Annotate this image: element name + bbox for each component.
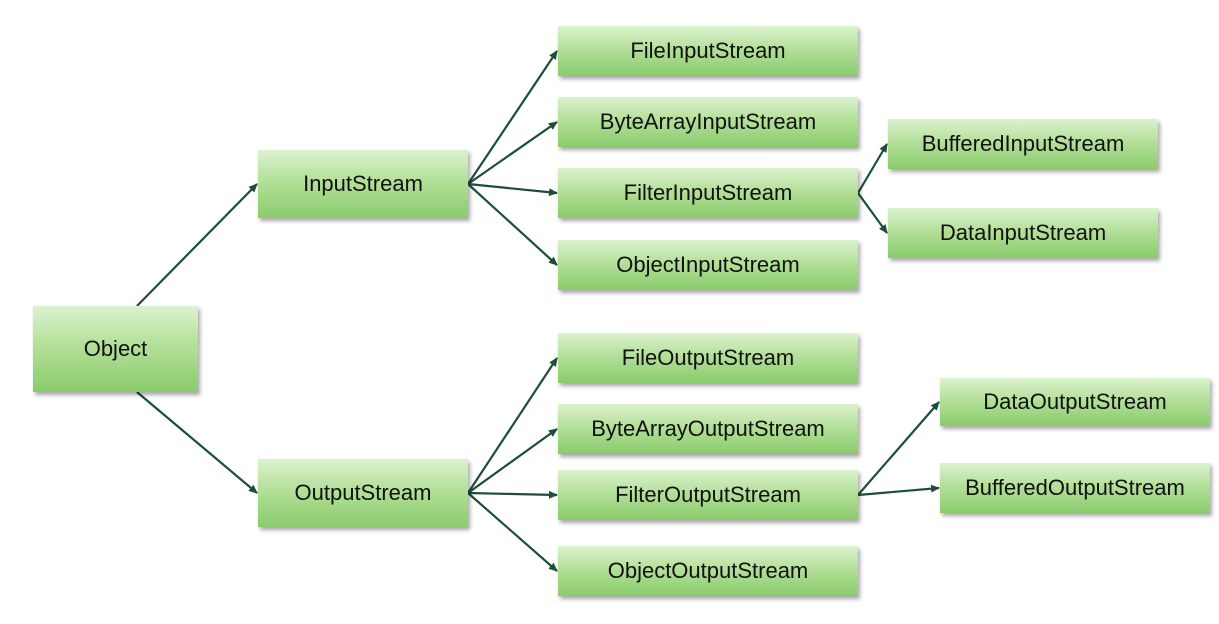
node-bufferedoutputstream: BufferedOutputStream [940,463,1210,513]
edge-inputstream-to-bytearrayinputstream [467,121,558,185]
edge-outputstream-to-objectoutputstream [467,492,558,572]
edge-object-to-outputstream [136,391,258,494]
edge-outputstream-to-fileoutputstream [467,357,558,494]
edge-outputstream-to-bytearrayoutputstream [467,428,558,494]
edge-outputstream-to-filteroutputstream [467,490,558,499]
edge-inputstream-to-filterinputstream [467,182,558,197]
edge-object-to-inputstream [136,183,258,307]
node-objectinputstream: ObjectInputStream [558,240,858,290]
edge-filterinputstream-to-datainputstream [857,192,888,234]
edge-inputstream-to-objectinputstream [467,183,558,266]
node-dataoutputstream: DataOutputStream [940,378,1210,426]
node-fileoutputstream: FileOutputStream [558,333,858,383]
edge-inputstream-to-fileinputstream [467,50,558,185]
edge-filteroutputstream-to-bufferedoutputstream [857,484,940,497]
node-object: Object [33,306,198,392]
node-inputstream: InputStream [258,150,468,218]
node-bufferedinputstream: BufferedInputStream [888,119,1158,169]
node-fileinputstream: FileInputStream [558,26,858,76]
edge-filterinputstream-to-bufferedinputstream [857,143,888,194]
node-datainputstream: DataInputStream [888,208,1158,258]
node-filterinputstream: FilterInputStream [558,168,858,218]
node-objectoutputstream: ObjectOutputStream [558,546,858,596]
node-filteroutputstream: FilterOutputStream [558,470,858,520]
node-outputstream: OutputStream [258,459,468,527]
node-bytearrayoutputstream: ByteArrayOutputStream [558,404,858,454]
node-bytearrayinputstream: ByteArrayInputStream [558,97,858,147]
edge-filteroutputstream-to-dataoutputstream [857,401,940,496]
